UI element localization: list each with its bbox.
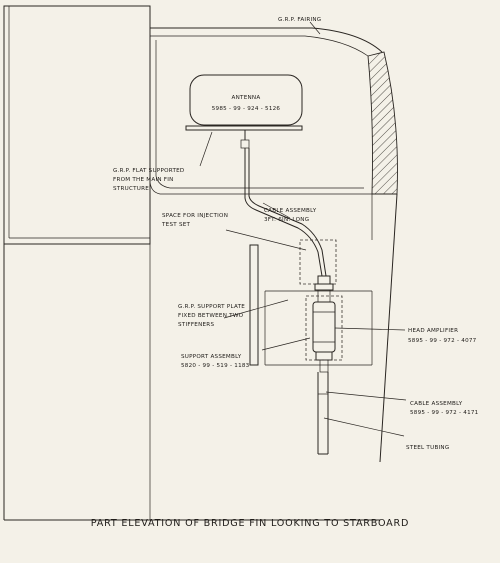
- label-grp-flat-3: STRUCTURE: [113, 186, 149, 192]
- fairing-outer: [150, 27, 383, 53]
- label-grp-flat-2: FROM THE MAIN FIN: [113, 177, 174, 183]
- label-steel-tubing: STEEL TUBING: [406, 445, 449, 451]
- label-support-asm-1: SUPPORT ASSEMBLY: [181, 354, 242, 360]
- leader-lines: [199, 21, 407, 437]
- label-head-amp-1: HEAD AMPLIFIER: [408, 328, 458, 334]
- label-support-plate-2: FIXED BETWEEN TWO: [178, 313, 244, 319]
- fairing-hatch: [367, 51, 398, 195]
- grp-flat: [185, 125, 303, 131]
- label-grp-fairing: G.R.P. FAIRING: [278, 17, 321, 23]
- fin-outline: [3, 5, 398, 521]
- stiffener-left: [249, 244, 259, 366]
- cable-assembly-route: [244, 148, 327, 277]
- label-cable-long-2: 3FT. 6IN. LONG: [264, 217, 309, 223]
- fairing-inner: [150, 35, 369, 57]
- label-antenna-title: ANTENNA: [232, 95, 261, 101]
- label-cable-asm-1: CABLE ASSEMBLY: [410, 401, 463, 407]
- label-support-plate-3: STIFFENERS: [178, 322, 214, 328]
- label-grp-flat-1: G.R.P. FLAT SUPPORTED: [113, 168, 184, 174]
- antenna: [185, 74, 303, 149]
- diagram-caption: PART ELEVATION OF BRIDGE FIN LOOKING TO …: [91, 518, 409, 529]
- label-cable-asm-2: 5895 - 99 - 972 - 4171: [410, 410, 479, 416]
- labels: G.R.P. FAIRING ANTENNA 5985 - 99 - 924 -…: [91, 17, 479, 529]
- label-cable-long-1: CABLE ASSEMBLY: [264, 208, 317, 214]
- left-structure-box: [3, 5, 151, 245]
- label-injection-1: SPACE FOR INJECTION: [162, 213, 228, 219]
- label-support-asm-2: 5820 - 99 - 519 - 1183: [181, 363, 250, 369]
- label-head-amp-2: 5895 - 99 - 972 - 4077: [408, 338, 477, 344]
- label-injection-2: TEST SET: [161, 222, 191, 228]
- label-support-plate-1: G.R.P. SUPPORT PLATE: [178, 304, 245, 310]
- label-antenna-part: 5985 - 99 - 924 - 5126: [212, 106, 281, 112]
